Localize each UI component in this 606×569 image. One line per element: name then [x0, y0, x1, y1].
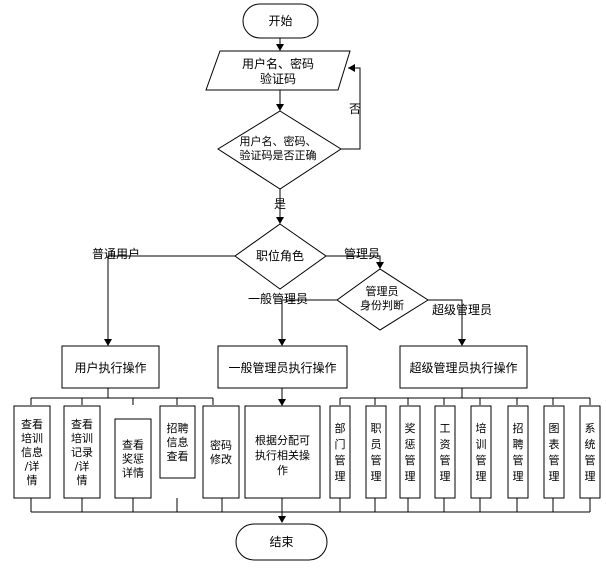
normal-admin-op-line2: 执行相关操 [255, 448, 310, 462]
super-admin-op-5-label: 理 [476, 470, 487, 483]
verify-label-line2: 验证码是否正确 [240, 148, 317, 162]
super-admin-op-1-label: 部 [335, 421, 346, 435]
super-admin-op-7-box [543, 405, 565, 499]
super-admin-op-8-label: 系 [585, 422, 596, 435]
super-admin-op-6-box [507, 405, 529, 499]
user-op-3-label: 详情 [122, 466, 144, 480]
user-op-1-label: 查看 [21, 417, 43, 431]
start-terminator [242, 3, 319, 39]
role-decision [234, 223, 327, 290]
verify-decision [217, 110, 342, 190]
verify-label-line1: 用户名、密码、 [240, 134, 317, 148]
super-admin-op-4-box [434, 405, 456, 499]
super-admin-op-2-label: 职 [371, 422, 382, 435]
input-label-line2: 验证码 [260, 71, 296, 86]
admin-check-line2: 身份判断 [360, 298, 404, 312]
super-admin-op-7-label: 图 [549, 422, 560, 435]
user-op-2-label: 查看 [71, 417, 93, 431]
user-op-3-label: 奖惩 [122, 452, 144, 466]
super-admin-op-7-label: 理 [549, 470, 560, 483]
normal-admin-label: 一般管理员 [248, 291, 308, 306]
super-admin-op-5-label: 培 [476, 421, 487, 435]
user-op-5-label: 密码 [210, 438, 232, 452]
admin-identity-decision [336, 268, 429, 331]
input-label-line1: 用户名、密码 [242, 56, 314, 71]
user-op-3-box [114, 418, 152, 499]
role-user-label: 普通用户 [92, 246, 140, 261]
user-op-2-label: 培训 [71, 431, 93, 445]
super-admin-op-7-label: 管 [549, 453, 560, 467]
user-op-2-box [63, 405, 101, 499]
user-op-1-label: 培训 [21, 431, 43, 445]
super-admin-op-4-label: 工 [440, 422, 451, 435]
super-admin-op-2-label: 理 [371, 470, 382, 483]
arrowheads [104, 44, 466, 523]
super-admin-op-6-label: 聘 [513, 437, 524, 451]
super-admin-op-5-box [470, 405, 492, 499]
super-admin-op-1-label: 理 [335, 470, 346, 483]
normal-admin-op-box [244, 405, 321, 499]
super-admin-op-8-label: 统 [585, 438, 596, 451]
user-op-1-label: 信息 [21, 445, 43, 459]
start-label: 开始 [268, 14, 292, 28]
super-admin-op-5-label: 管 [476, 453, 487, 467]
user-exec-label: 用户执行操作 [74, 360, 146, 375]
user-op-4-label: 查看 [167, 449, 189, 463]
user-op-2-label: 情 [77, 474, 88, 487]
super-admin-op-6-label: 理 [513, 470, 524, 483]
no-label: 否 [349, 102, 361, 116]
normal-admin-exec-label: 一般管理员执行操作 [228, 360, 336, 375]
yes-label: 是 [274, 197, 286, 211]
super-admin-op-1-label: 门 [335, 437, 346, 451]
super-admin-op-4-label: 管 [440, 453, 451, 467]
super-admin-op-1-label: 管 [335, 453, 346, 467]
super-admin-op-8-box [579, 405, 601, 499]
user-exec-box [61, 345, 160, 389]
super-admin-op-2-label: 管 [371, 453, 382, 467]
admin-check-line1: 管理员 [366, 284, 399, 298]
super-admin-op-8-label: 管 [585, 453, 596, 467]
super-admin-exec-label: 超级管理员执行操作 [409, 360, 517, 375]
super-admin-op-5-label: 训 [476, 438, 487, 451]
user-op-5-box [202, 405, 240, 499]
normal-admin-op-line1: 根据分配可 [255, 433, 310, 447]
user-op-4-label: 信息 [167, 435, 189, 449]
super-admin-op-4-label: 资 [440, 438, 451, 451]
user-op-2-label: 记录 [71, 446, 93, 459]
super-admin-op-1-box [329, 405, 351, 499]
user-op-2-label: /详 [75, 459, 90, 473]
user-op-1-label: /详 [25, 459, 40, 473]
connector-lines [30, 38, 591, 522]
super-admin-label: 超级管理员 [432, 302, 492, 317]
role-admin-label: 管理员 [344, 246, 380, 261]
end-label: 结束 [269, 535, 293, 549]
normal-admin-exec-box [217, 345, 348, 389]
credentials-input [205, 50, 351, 91]
super-admin-op-6-label: 招 [513, 421, 524, 435]
super-admin-op-4-label: 理 [440, 470, 451, 483]
super-admin-op-2-box [365, 405, 387, 499]
super-admin-op-3-label: 惩 [405, 438, 416, 451]
end-terminator [235, 523, 328, 561]
super-admin-op-3-label: 理 [405, 470, 416, 483]
user-op-3-label: 查看 [122, 438, 144, 452]
role-label: 职位角色 [256, 248, 304, 263]
user-op-1-box [13, 405, 51, 499]
super-admin-exec-box [399, 345, 528, 389]
user-op-1-label: 情 [27, 474, 38, 487]
user-op-5-label: 修改 [210, 452, 232, 466]
user-op-4-label: 招聘 [167, 421, 189, 435]
user-op-4-box [159, 405, 196, 479]
normal-admin-op-line3: 作 [277, 464, 288, 477]
super-admin-op-6-label: 管 [513, 453, 524, 467]
super-admin-op-8-label: 理 [585, 470, 596, 483]
super-admin-op-3-label: 奖 [405, 421, 416, 435]
super-admin-op-3-label: 管 [405, 453, 416, 467]
super-admin-op-7-label: 表 [549, 437, 560, 451]
super-admin-op-2-label: 员 [371, 438, 382, 451]
super-admin-op-3-box [399, 405, 421, 499]
